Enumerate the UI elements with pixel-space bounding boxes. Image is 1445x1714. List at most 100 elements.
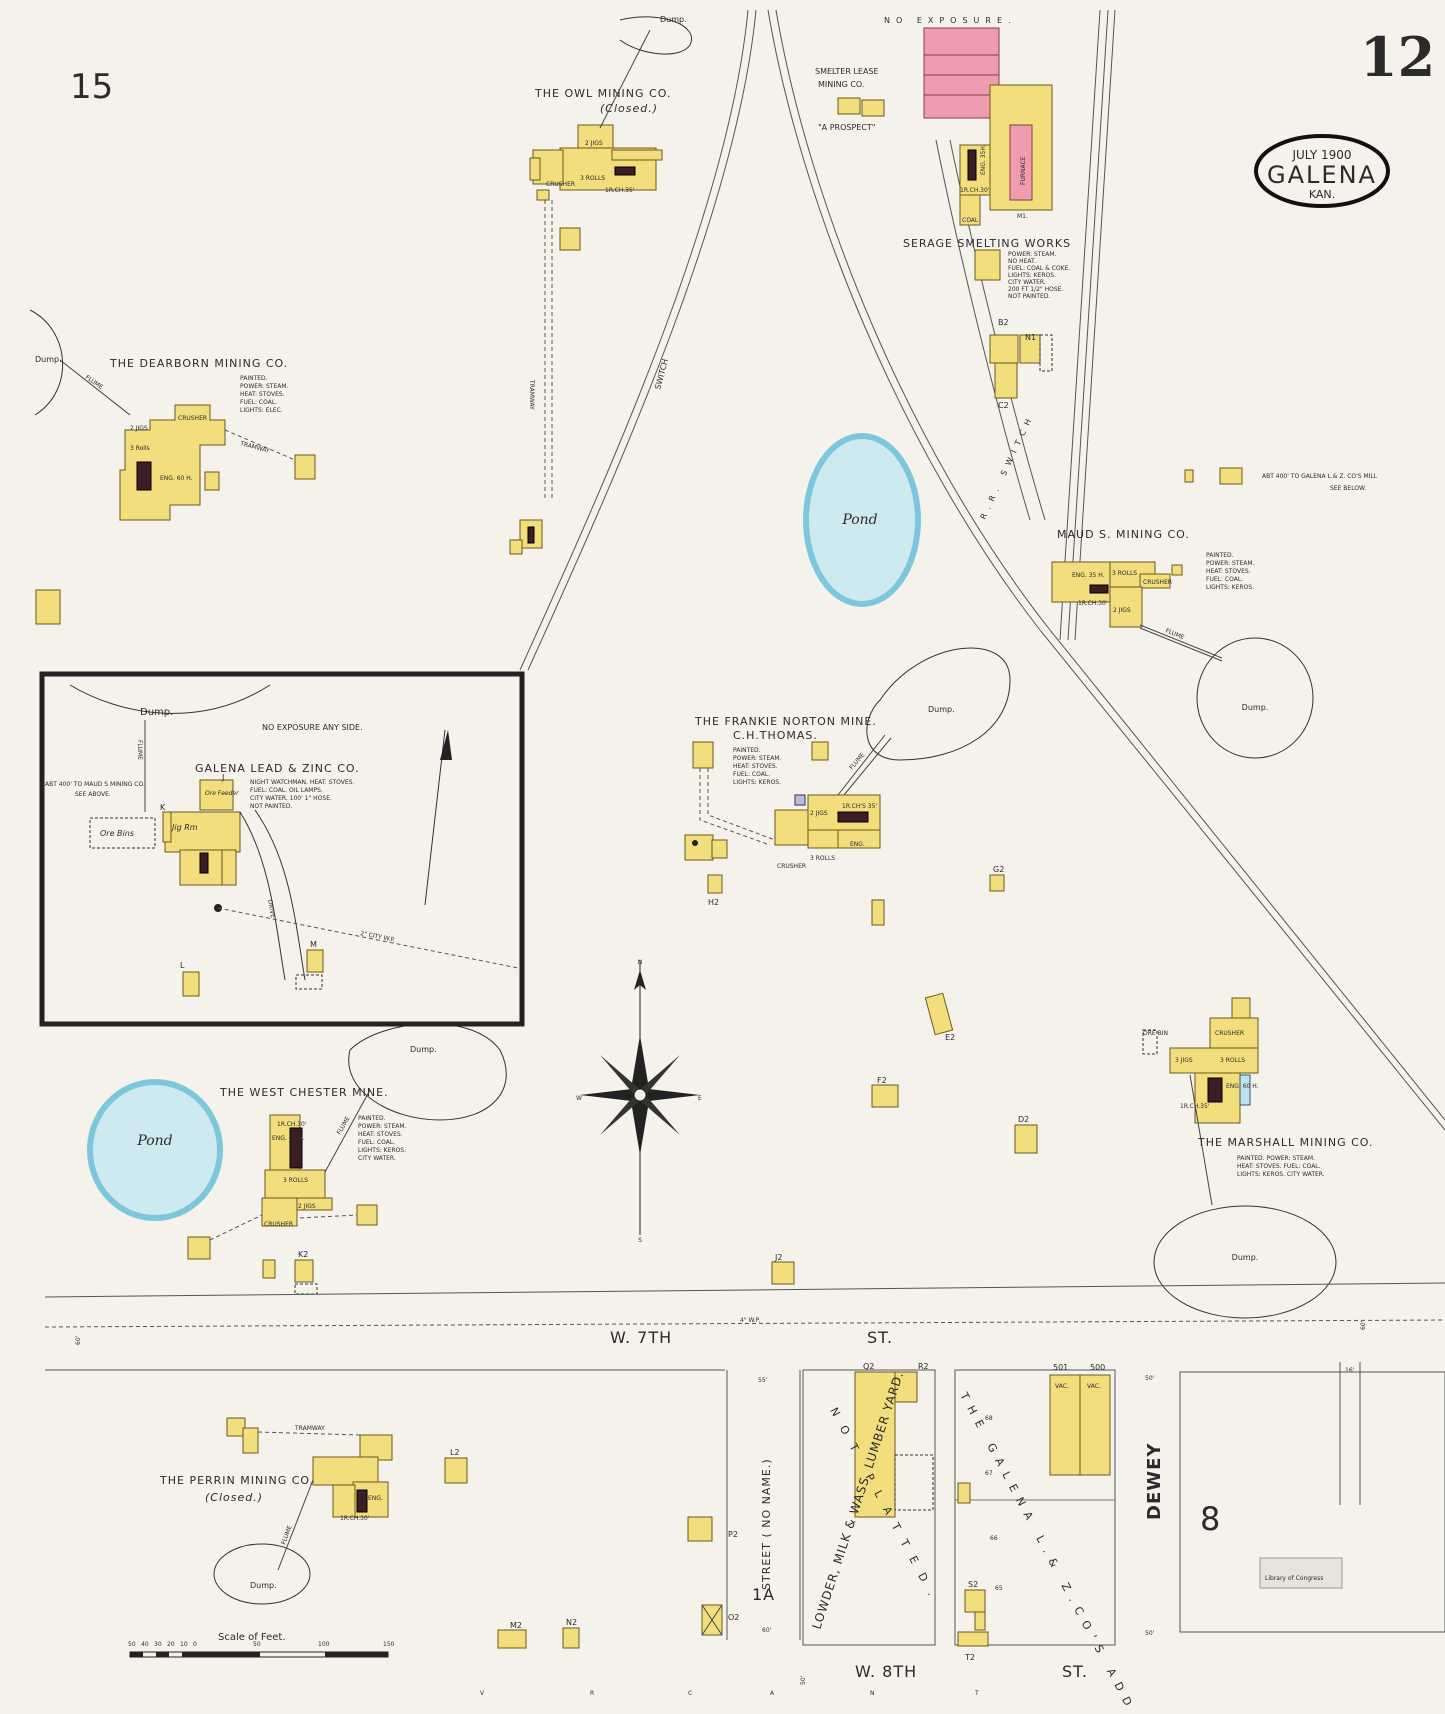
w7-street-name: W. 7TH [610, 1328, 672, 1347]
dump-label: Dump. [1242, 703, 1269, 712]
marshall-name: THE MARSHALL MINING CO. [1197, 1136, 1373, 1149]
street-width: 50' [800, 1675, 807, 1685]
wc-label: 2 JIGS [298, 1203, 316, 1210]
dewey-street-label: DEWEY [1144, 1443, 1165, 1520]
lot-number: 501 [1053, 1363, 1068, 1372]
serage-info: POWER: STEAM. NO HEAT. FUEL: COAL & COKE… [1008, 251, 1070, 300]
info-line: POWER: STEAM. [733, 755, 782, 762]
serage-smelting-works: FURNACE ENG. 35H. COAL 1R.CH.30' M1. SER… [903, 27, 1070, 410]
info-line: FUEL: COAL. [240, 399, 277, 406]
marshall-mining-co: ORE BIN 3 JIGS 3 ROLLS CRUSHER ENG. 60 H… [1142, 997, 1373, 1206]
info-line: FUEL: COAL. [358, 1139, 395, 1146]
building-letter: M2 [510, 1621, 522, 1630]
small-building [1219, 467, 1243, 485]
west-chester-name: THE WEST CHESTER MINE. [219, 1086, 389, 1099]
marshall-label: ENG. 60 H. [1226, 1083, 1259, 1090]
maud-label: ENG. 35 H. [1072, 572, 1105, 579]
building-letter: K2 [298, 1250, 308, 1259]
w8-street-name: W. 8TH [855, 1662, 917, 1681]
perrin-label: 1R.CH.30' [340, 1515, 370, 1522]
marshall-label: 3 JIGS [1175, 1057, 1193, 1064]
small-building [1184, 469, 1194, 483]
scale-tick: 40 [141, 1641, 149, 1648]
date-stamp: JULY 1900 [1291, 148, 1351, 162]
wc-label: 1R.CH.30' [277, 1121, 307, 1128]
street-width: 16' [1345, 1367, 1355, 1374]
building-letter: C2 [998, 401, 1009, 410]
water-pipe-label: 4" W.P. [740, 1317, 760, 1324]
scale-tick: 50 [253, 1641, 261, 1648]
dumps: Dump. Dump. Dump. Dump. Dump. Dump. Dump… [29, 15, 1337, 1605]
maud-label: 2 JIGS [1113, 607, 1131, 614]
galena-lz-info: NIGHT WATCHMAN. HEAT: STOVES. FUEL: COAL… [250, 779, 355, 810]
galena-lz-note: ABT 400' TO MAUD S MINING CO. [45, 781, 145, 788]
building-letter: J2 [774, 1253, 782, 1262]
exposure-note: NO EXPOSURE ANY SIDE. [262, 723, 363, 732]
info-line: LIGHTS: KEROS. CITY WATER. [1237, 1171, 1325, 1178]
frankie-norton-name: THE FRANKIE NORTON MINE. [694, 715, 877, 728]
fn-label: 1R.CH'S 35' [842, 803, 877, 810]
scattered-buildings: G2 E2 F2 D2 J2 K2 L2 M2 N2 P2 O2 [262, 865, 1038, 1649]
scale-tick: 20 [167, 1641, 175, 1648]
pond-label: Pond [841, 512, 877, 528]
maud-label: 1R.CH.30' [1078, 600, 1108, 607]
owl-mining-name: THE OWL MINING CO. [534, 87, 671, 100]
dump-label: Dump. [140, 707, 173, 718]
info-line: PAINTED. POWER: STEAM. [1237, 1155, 1315, 1162]
info-line: NOT PAINTED. [1008, 293, 1050, 300]
w8-street-suffix: ST. [1062, 1662, 1088, 1681]
owl-label: CRUSHER [546, 181, 575, 188]
building-letter: D2 [1018, 1115, 1029, 1124]
serage-label: M1. [1017, 213, 1028, 220]
vac-label: VAC. [1087, 1383, 1101, 1390]
building-letter: G2 [993, 865, 1004, 874]
no-name-street: STREET ( NO NAME.) 1A 55' 60' [726, 1370, 801, 1640]
marshall-label: 3 ROLLS [1220, 1057, 1245, 1064]
building-letter: M [310, 940, 317, 949]
serage-label: ENG. 35H. [980, 144, 987, 175]
dump-label: Dump. [1232, 1253, 1259, 1262]
serage-label: FURNACE [1020, 156, 1027, 185]
pond-north: Pond [803, 433, 921, 607]
building-letter: N2 [566, 1618, 577, 1627]
pond-west: Pond [87, 1079, 223, 1221]
w8th-street: W. 8TH ST. 50' [800, 1662, 1088, 1685]
city-name: GALENA [1267, 161, 1377, 189]
building-letter: O2 [728, 1613, 739, 1622]
w7-street-suffix: ST. [867, 1328, 893, 1347]
w7th-street: W. 7TH ST. 4" W.P. 60' 60' [44, 1282, 1445, 1371]
info-line: HEAT: STOVES. FUEL: COAL. [1237, 1163, 1321, 1170]
maud-s-info: PAINTED. POWER: STEAM. HEAT: STOVES. FUE… [1206, 552, 1255, 591]
lot-number: 68 [985, 1415, 993, 1422]
info-line: 200 FT 1/2" HOSE. [1008, 286, 1063, 293]
smelter-lease-name-2: MINING CO. [818, 80, 864, 89]
margin-letter: A [770, 1690, 775, 1697]
street-width: 50' [1145, 1375, 1155, 1382]
wc-label: CRUSHER [264, 1221, 293, 1228]
building-letter: B2 [998, 318, 1009, 327]
dearborn-label: CRUSHER [178, 415, 207, 422]
info-line: PAINTED. [358, 1115, 386, 1122]
info-line: HEAT: STOVES. [1206, 568, 1251, 575]
library-stamp-text: Library of Congress [1265, 1575, 1323, 1582]
perrin-name: THE PERRIN MINING CO. [159, 1474, 314, 1487]
info-line: PAINTED. [733, 747, 761, 754]
info-line: NIGHT WATCHMAN. HEAT: STOVES. [250, 779, 355, 786]
pond-label-2: Pond [136, 1133, 172, 1149]
building-letter: H2 [708, 898, 719, 907]
scale-title: Scale of Feet. [218, 1632, 286, 1643]
info-line: POWER: STEAM. [240, 383, 289, 390]
library-stamp [1259, 1557, 1343, 1589]
lot-number: 66 [990, 1535, 998, 1542]
adjoining-sheet-bottom: 8 [1200, 1500, 1220, 1538]
dearborn-info: PAINTED. POWER: STEAM. HEAT: STOVES. FUE… [240, 375, 289, 414]
dump-label: Dump. [660, 15, 687, 24]
lot-number: 500 [1090, 1363, 1105, 1372]
compass-w: W [576, 1095, 582, 1102]
info-line: CITY WATER. 100' 1" HOSE. [250, 795, 332, 802]
margin-letter: N [870, 1690, 875, 1697]
info-line: FUEL: COAL. [733, 771, 770, 778]
info-line: LIGHTS: KEROS. [1206, 584, 1254, 591]
sheet-number: 12 [1360, 25, 1435, 89]
owl-mining-note: (Closed.) [600, 102, 658, 115]
